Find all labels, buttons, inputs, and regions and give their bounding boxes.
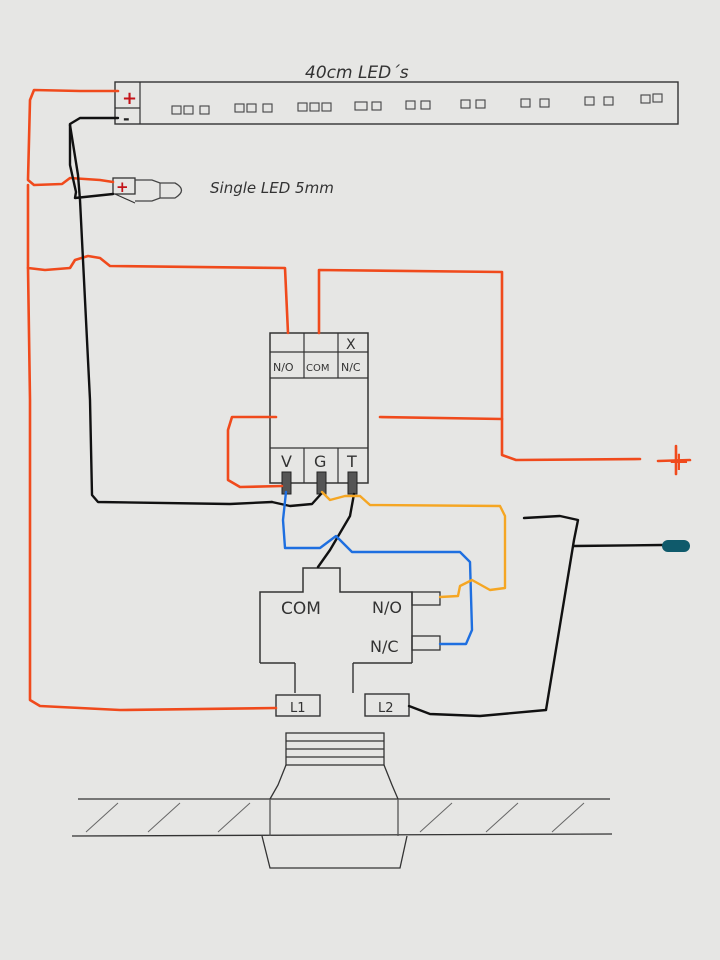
switch-no-terminal bbox=[411, 591, 441, 606]
relay-no-label: N/O bbox=[273, 361, 294, 374]
switch-module: COM N/O N/C L1 L2 bbox=[259, 567, 441, 717]
relay-x-label: X bbox=[346, 337, 356, 353]
switch-nc-terminal bbox=[411, 635, 441, 651]
supply-minus-terminal bbox=[662, 540, 690, 552]
switch-com-label: COM bbox=[281, 599, 321, 619]
black-wires bbox=[68, 116, 664, 718]
relay-nc-label: N/C bbox=[341, 361, 361, 374]
ceiling-socket bbox=[71, 732, 613, 869]
single-led-plus-label: + bbox=[116, 178, 129, 196]
led-strip: + - bbox=[114, 81, 679, 128]
supply-minus-label: - bbox=[0, 0, 1, 1]
switch-nc-label: N/C bbox=[370, 637, 399, 656]
l1-label: L1 bbox=[290, 701, 306, 716]
l2-label: L2 bbox=[378, 701, 394, 716]
relay-g-label: G bbox=[314, 452, 326, 471]
relay-com-label: COM bbox=[306, 363, 329, 374]
strip-plus-label: + bbox=[122, 88, 137, 109]
supply-plus-label: + bbox=[668, 447, 690, 477]
strip-led-chips bbox=[171, 93, 663, 115]
relay-module: X N/O COM N/C V G T bbox=[269, 332, 369, 495]
blue-wire bbox=[281, 490, 474, 646]
l1-terminal bbox=[275, 694, 321, 717]
orange-wire bbox=[320, 490, 507, 599]
strip-minus-label: - bbox=[123, 109, 130, 128]
pin-g-connector bbox=[316, 471, 327, 495]
relay-t-label: T bbox=[346, 452, 357, 471]
switch-no-label: N/O bbox=[372, 598, 402, 617]
single-led: + bbox=[112, 177, 183, 204]
relay-v-label: V bbox=[281, 452, 292, 471]
diagram-title: 40cm LED´s bbox=[305, 63, 409, 83]
pin-v-connector bbox=[281, 471, 292, 495]
pin-t-connector bbox=[347, 471, 358, 495]
single-led-label: Single LED 5mm bbox=[210, 179, 334, 197]
ceiling-hatching bbox=[85, 802, 585, 833]
red-wires bbox=[26, 88, 692, 712]
